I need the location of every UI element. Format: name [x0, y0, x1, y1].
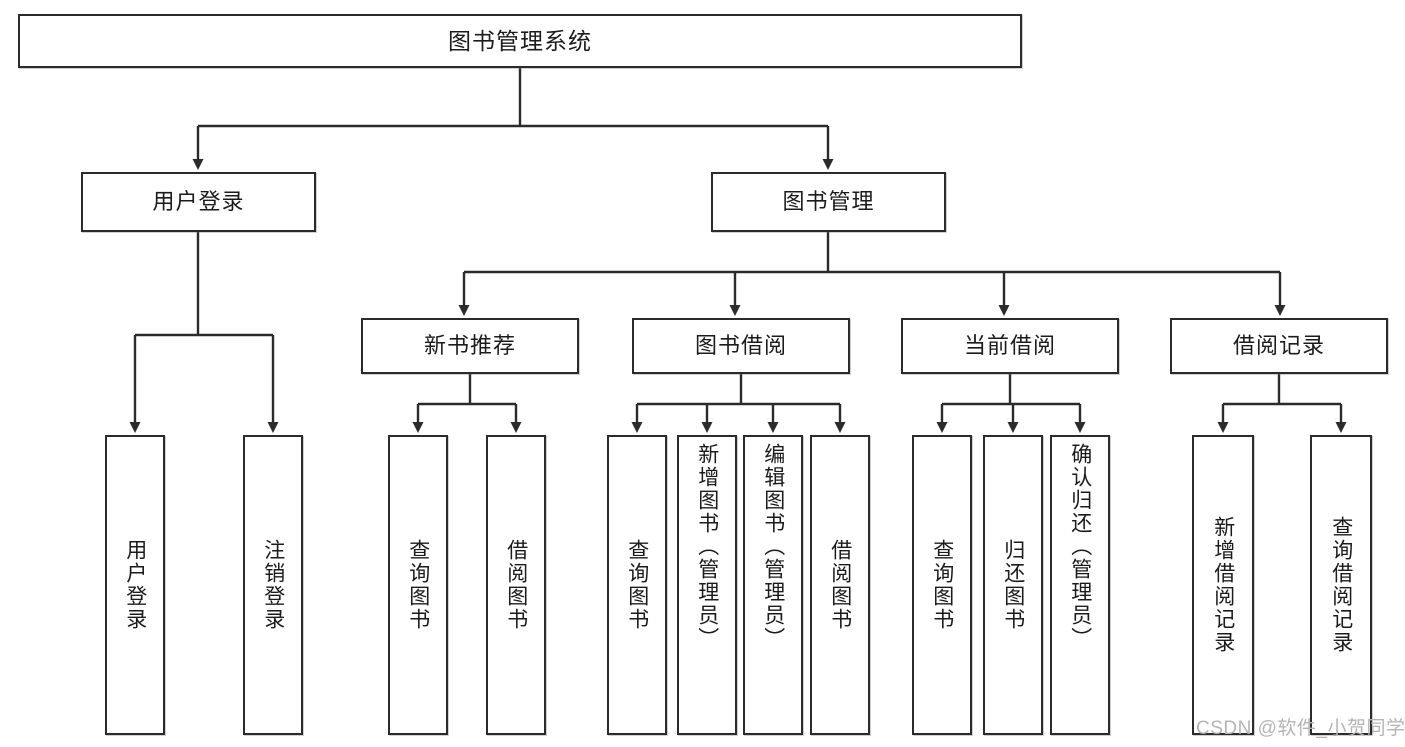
node-leaf-8[interactable]: 查询图书	[912, 435, 972, 735]
node-leaf-5[interactable]: 新增图书（管理员）	[677, 435, 737, 735]
node-root-label: 图书管理系统	[448, 27, 592, 54]
node-level3-1-label: 图书借阅	[694, 333, 787, 359]
node-level3-0-label: 新书推荐	[423, 333, 516, 359]
node-leaf-1[interactable]: 注销登录	[243, 435, 303, 735]
node-leaf-7[interactable]: 借阅图书	[810, 435, 870, 735]
node-leaf-9[interactable]: 归还图书	[983, 435, 1043, 735]
node-leaf-5-label: 新增图书（管理员）	[695, 443, 719, 650]
node-leaf-0-label: 用户登录	[123, 539, 147, 631]
node-level3-3[interactable]: 借阅记录	[1170, 318, 1388, 374]
node-leaf-10[interactable]: 确认归还（管理员）	[1050, 435, 1110, 735]
node-leaf-3-label: 借阅图书	[504, 539, 528, 631]
node-level3-2[interactable]: 当前借阅	[901, 318, 1119, 374]
node-leaf-4[interactable]: 查询图书	[607, 435, 667, 735]
node-leaf-3[interactable]: 借阅图书	[486, 435, 546, 735]
node-level3-1[interactable]: 图书借阅	[632, 318, 850, 374]
watermark: CSDN @软件_小贺同学	[1196, 718, 1405, 739]
node-leaf-12[interactable]: 查询借阅记录	[1310, 435, 1372, 735]
node-leaf-9-label: 归还图书	[1001, 539, 1025, 631]
node-leaf-7-label: 借阅图书	[828, 539, 852, 631]
node-level3-0[interactable]: 新书推荐	[361, 318, 579, 374]
node-leaf-6[interactable]: 编辑图书（管理员）	[743, 435, 803, 735]
node-root[interactable]: 图书管理系统	[18, 14, 1022, 68]
node-level2-0[interactable]: 用户登录	[81, 172, 316, 232]
node-leaf-6-label: 编辑图书（管理员）	[761, 443, 785, 650]
node-leaf-2-label: 查询图书	[406, 539, 430, 631]
node-level2-1[interactable]: 图书管理	[711, 172, 946, 232]
node-leaf-11[interactable]: 新增借阅记录	[1192, 435, 1254, 735]
node-leaf-10-label: 确认归还（管理员）	[1068, 443, 1092, 650]
node-leaf-1-label: 注销登录	[261, 539, 285, 631]
node-leaf-4-label: 查询图书	[625, 539, 649, 631]
node-leaf-12-label: 查询借阅记录	[1329, 516, 1353, 654]
node-level2-1-label: 图书管理	[782, 189, 875, 215]
node-leaf-0[interactable]: 用户登录	[105, 435, 165, 735]
node-level3-2-label: 当前借阅	[963, 333, 1056, 359]
node-level2-0-label: 用户登录	[152, 189, 245, 215]
node-leaf-11-label: 新增借阅记录	[1211, 516, 1235, 654]
node-level3-3-label: 借阅记录	[1232, 333, 1325, 359]
node-leaf-8-label: 查询图书	[930, 539, 954, 631]
node-leaf-2[interactable]: 查询图书	[388, 435, 448, 735]
